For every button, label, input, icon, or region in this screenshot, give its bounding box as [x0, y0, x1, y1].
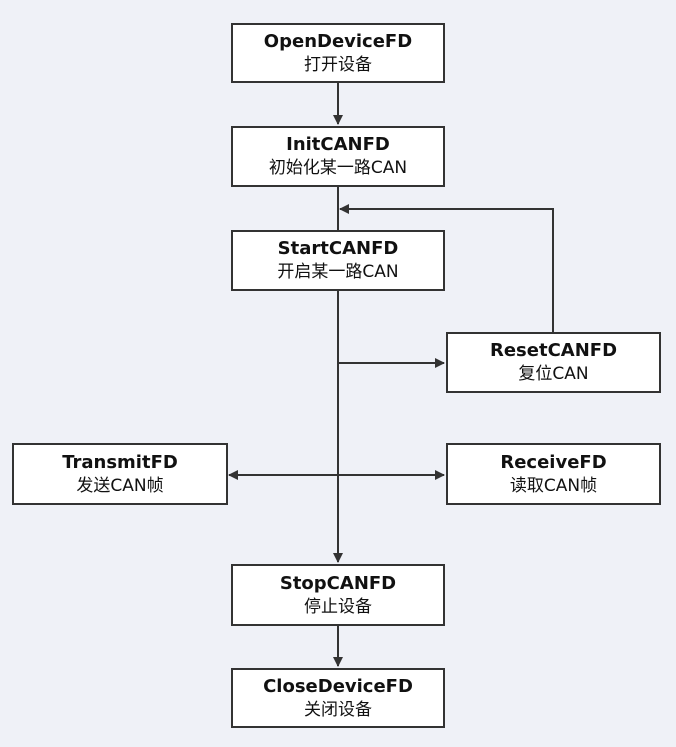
arrow-reset-loop-back [339, 204, 554, 332]
node-receive: ReceiveFD 读取CAN帧 [446, 443, 661, 505]
node-stop-can: StopCANFD 停止设备 [231, 564, 445, 626]
node-start-can-desc: 开启某一路CAN [277, 262, 399, 282]
node-stop-can-name: StopCANFD [279, 572, 397, 594]
node-init-can: InitCANFD 初始化某一路CAN [231, 126, 445, 187]
node-reset-can-name: ResetCANFD [489, 340, 618, 361]
node-receive-name: ReceiveFD [500, 451, 607, 473]
node-receive-desc: 读取CAN帧 [509, 475, 598, 496]
node-transmit-desc: 发送CAN帧 [76, 475, 164, 496]
node-close-device: CloseDeviceFD 关闭设备 [231, 668, 445, 728]
node-open-device-name: OpenDeviceFD [263, 30, 413, 52]
node-close-device-desc: 关闭设备 [304, 699, 372, 720]
node-reset-can: ResetCANFD 复位CAN [446, 332, 661, 393]
node-reset-can-desc: 复位CAN [518, 364, 589, 384]
node-start-can-name: StartCANFD [277, 238, 399, 259]
node-open-device-desc: 打开设备 [304, 54, 372, 75]
node-init-can-name: InitCANFD [286, 134, 390, 155]
node-init-can-desc: 初始化某一路CAN [268, 158, 408, 178]
node-close-device-name: CloseDeviceFD [263, 675, 413, 697]
node-open-device: OpenDeviceFD 打开设备 [231, 23, 445, 83]
node-stop-can-desc: 停止设备 [304, 596, 372, 617]
node-transmit-name: TransmitFD [62, 451, 178, 473]
node-start-can: StartCANFD 开启某一路CAN [231, 230, 445, 291]
node-transmit: TransmitFD 发送CAN帧 [12, 443, 228, 505]
